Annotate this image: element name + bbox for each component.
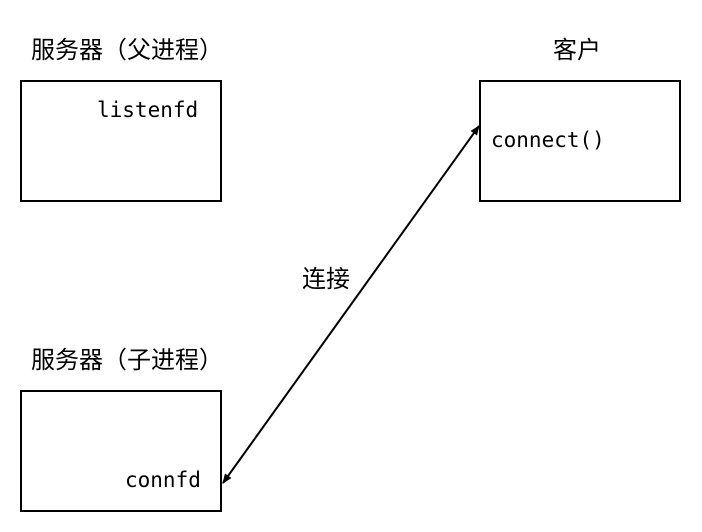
connection-label: 连接 <box>302 265 350 293</box>
child-server-box <box>20 390 222 512</box>
connfd-label: connfd <box>125 468 201 492</box>
client-title: 客户 <box>553 36 601 64</box>
parent-server-title: 服务器（父进程） <box>31 36 223 64</box>
parent-server-box <box>20 80 222 202</box>
connection-line <box>222 125 480 484</box>
child-server-title: 服务器（子进程） <box>31 346 223 374</box>
client-box <box>479 80 681 202</box>
listenfd-label: listenfd <box>97 98 199 122</box>
connect-call-label: connect() <box>491 128 605 152</box>
